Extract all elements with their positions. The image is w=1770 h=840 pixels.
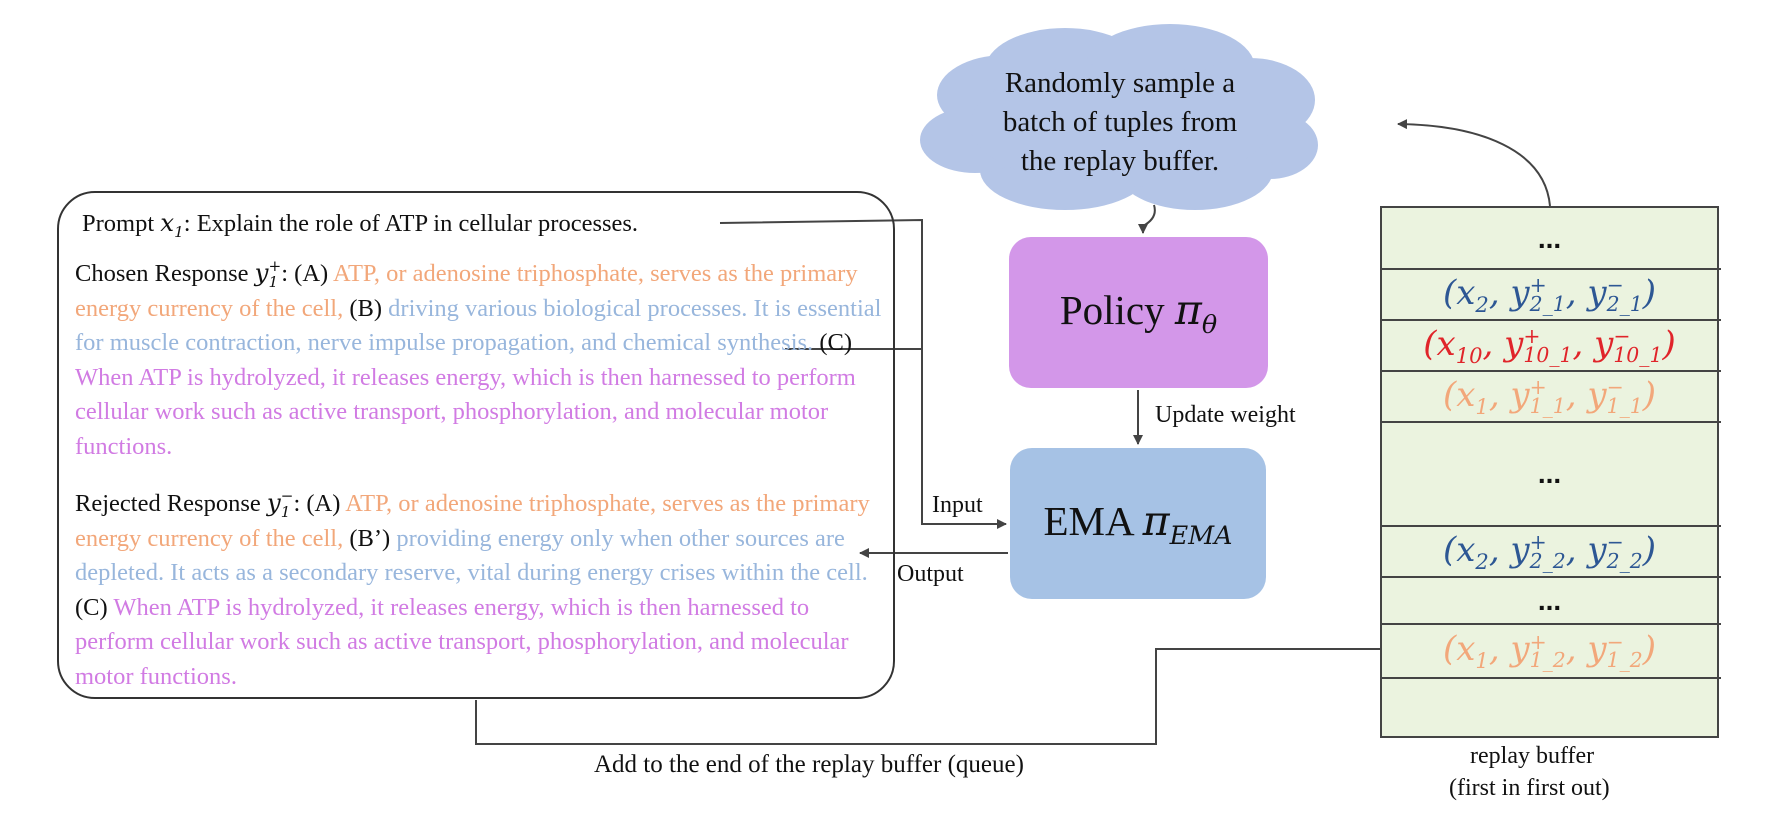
cloud-caption: Randomly sample a batch of tuples from t… bbox=[975, 64, 1265, 181]
tuple-ypos-sub: 2_1 bbox=[1529, 291, 1566, 316]
ema-symbol: πEMA bbox=[1142, 496, 1233, 550]
rejected-var-letter: y bbox=[266, 488, 281, 517]
buffer-row-x2-1: (x2, y+2_1, y−2_1) bbox=[1382, 269, 1717, 320]
rejected-tag-a: : (A) bbox=[293, 490, 341, 517]
tuple-x2-2: (x2, y+2_2, y−2_2) bbox=[1442, 529, 1657, 574]
cloud-shape bbox=[920, 24, 1318, 210]
buffer-empty-slot bbox=[1382, 678, 1717, 740]
tuple-x: x bbox=[1456, 529, 1476, 570]
tuple-x2-1: (x2, y+2_1, y−2_1) bbox=[1442, 272, 1657, 317]
tuple-x-sub: 1 bbox=[1475, 393, 1489, 419]
tuple-x: x bbox=[1456, 374, 1476, 415]
tuple-x-sub: 2 bbox=[1475, 291, 1489, 317]
tuple-yneg-sub: 2_2 bbox=[1606, 548, 1643, 573]
buffer-to-cloud-arrow bbox=[1397, 119, 1551, 207]
chosen-tag-c: (C) bbox=[819, 329, 852, 356]
tuple-x1-2: (x1, y+1_2, y−1_2) bbox=[1442, 629, 1657, 673]
rejected-tag-c: (C) bbox=[75, 593, 108, 621]
rejected-var: y−1 bbox=[266, 487, 294, 521]
tuple-yneg-sub: 2_1 bbox=[1606, 291, 1643, 316]
buffer-dots-lower: ... bbox=[1382, 577, 1717, 624]
prompt-line: Prompt x1: Explain the role of ATP in ce… bbox=[82, 206, 802, 249]
rejected-var-sub: 1 bbox=[280, 502, 291, 521]
rejected-tag-b: (B’) bbox=[349, 524, 391, 552]
rejected-prefix: Rejected Response bbox=[75, 490, 261, 517]
buffer-row-x1-1: (x1, y+1_1, y−1_1) bbox=[1382, 371, 1717, 422]
tuple-yneg-sub: 10_1 bbox=[1613, 342, 1663, 367]
prompt-response-panel bbox=[57, 191, 895, 699]
prompt-var-sub: 1 bbox=[174, 222, 184, 241]
prompt-var-letter: x bbox=[160, 208, 175, 237]
tuple-x: x bbox=[1456, 629, 1476, 670]
replay-buffer: ... (x2, y+2_1, y−2_1) (x10, y+10_1, y−1… bbox=[1380, 206, 1721, 740]
policy-pi: π bbox=[1174, 285, 1202, 334]
buffer-dots-text: ... bbox=[1537, 222, 1562, 254]
tuple-x-sub: 2 bbox=[1475, 548, 1489, 574]
input-label: Input bbox=[932, 492, 983, 518]
add-to-buffer-label: Add to the end of the replay buffer (que… bbox=[594, 751, 1024, 778]
tuple-x1-1: (x1, y+1_1, y−1_1) bbox=[1442, 374, 1657, 419]
rejected-var-sup: − bbox=[280, 487, 294, 506]
rejected-segment-c: When ATP is hydrolyzed, it releases ener… bbox=[75, 593, 849, 690]
ema-label-wrap: EMA πEMA bbox=[1044, 497, 1233, 550]
cloud-line-1: Randomly sample a bbox=[1004, 67, 1236, 99]
chosen-tag-a: : (A) bbox=[281, 260, 329, 287]
chosen-response: Chosen Response y+1: (A) ATP, or adenosi… bbox=[75, 256, 885, 464]
tuple-ypos-sub: 1_1 bbox=[1529, 393, 1566, 418]
chosen-segment-b: driving various biological processes. It… bbox=[75, 294, 882, 357]
chosen-var-sup: + bbox=[268, 257, 282, 276]
buffer-row-x1-2: (x1, y+1_2, y−1_2) bbox=[1382, 624, 1717, 678]
rejected-response: Rejected Response y−1: (A) ATP, or adeno… bbox=[75, 486, 885, 694]
buffer-dots-text: ... bbox=[1537, 458, 1562, 489]
policy-box: Policy πθ bbox=[1009, 237, 1268, 388]
buffer-row-x2-2: (x2, y+2_2, y−2_2) bbox=[1382, 526, 1717, 577]
chosen-prefix: Chosen Response bbox=[75, 260, 249, 287]
input-arrow bbox=[719, 218, 1007, 529]
cloud-line-3: the replay buffer. bbox=[1020, 145, 1220, 177]
policy-label: Policy bbox=[1059, 286, 1165, 333]
buffer-caption-2: (first in first out) bbox=[1449, 775, 1610, 801]
buffer-row-x10-1: (x10, y+10_1, y−10_1) bbox=[1382, 320, 1717, 371]
chosen-segment-a: ATP, or adenosine triphosphate, serves a… bbox=[75, 260, 858, 322]
tuple-yneg-sub: 1_2 bbox=[1606, 648, 1643, 673]
output-label: Output bbox=[897, 561, 964, 587]
chosen-tag-b: (B) bbox=[349, 294, 383, 322]
add-to-buffer-arrow bbox=[475, 644, 1413, 745]
ema-sub: EMA bbox=[1169, 520, 1233, 551]
chosen-var: y+1 bbox=[254, 257, 282, 291]
prompt-prefix: Prompt bbox=[82, 210, 155, 237]
chosen-var-sub: 1 bbox=[268, 272, 279, 291]
buffer-row-dividers bbox=[1382, 268, 1721, 679]
ema-pi: π bbox=[1142, 496, 1170, 545]
tuple-x: x bbox=[1436, 323, 1456, 364]
tuple-x-sub: 1 bbox=[1475, 647, 1489, 673]
tuple-ypos-sub: 10_1 bbox=[1523, 342, 1573, 367]
tuple-ypos-sub: 1_2 bbox=[1529, 648, 1566, 673]
prompt-var: x1 bbox=[160, 208, 184, 241]
tuple-x10-1: (x10, y+10_1, y−10_1) bbox=[1423, 323, 1676, 368]
policy-label-wrap: Policy πθ bbox=[1060, 286, 1217, 339]
policy-sub: θ bbox=[1201, 309, 1218, 340]
update-weight-label: Update weight bbox=[1155, 402, 1296, 428]
tuple-ypos-sub: 2_2 bbox=[1529, 548, 1566, 573]
rejected-segment-a: ATP, or adenosine triphosphate, serves a… bbox=[75, 490, 870, 552]
ema-box: EMA πEMA bbox=[1010, 448, 1266, 599]
prompt-text: : Explain the role of ATP in cellular pr… bbox=[183, 210, 639, 237]
buffer-dots-top: ... bbox=[1382, 208, 1717, 269]
tuple-yneg-sub: 1_1 bbox=[1606, 393, 1643, 418]
buffer-caption-1: replay buffer bbox=[1470, 743, 1595, 769]
ema-label: EMA bbox=[1043, 497, 1133, 544]
buffer-dots-text: ... bbox=[1537, 584, 1562, 616]
buffer-dots-middle: ... bbox=[1382, 422, 1717, 526]
rejected-segment-b: providing energy only when other sources… bbox=[75, 524, 868, 587]
tuple-x-sub: 10 bbox=[1455, 342, 1483, 368]
cloud-to-policy-arrow bbox=[1138, 204, 1156, 234]
tuple-x: x bbox=[1456, 272, 1476, 313]
cloud-line-2: batch of tuples from bbox=[1002, 106, 1238, 138]
chosen-segment-c: When ATP is hydrolyzed, it releases ener… bbox=[75, 363, 856, 460]
policy-symbol: πθ bbox=[1174, 285, 1217, 339]
chosen-var-letter: y bbox=[254, 258, 269, 287]
